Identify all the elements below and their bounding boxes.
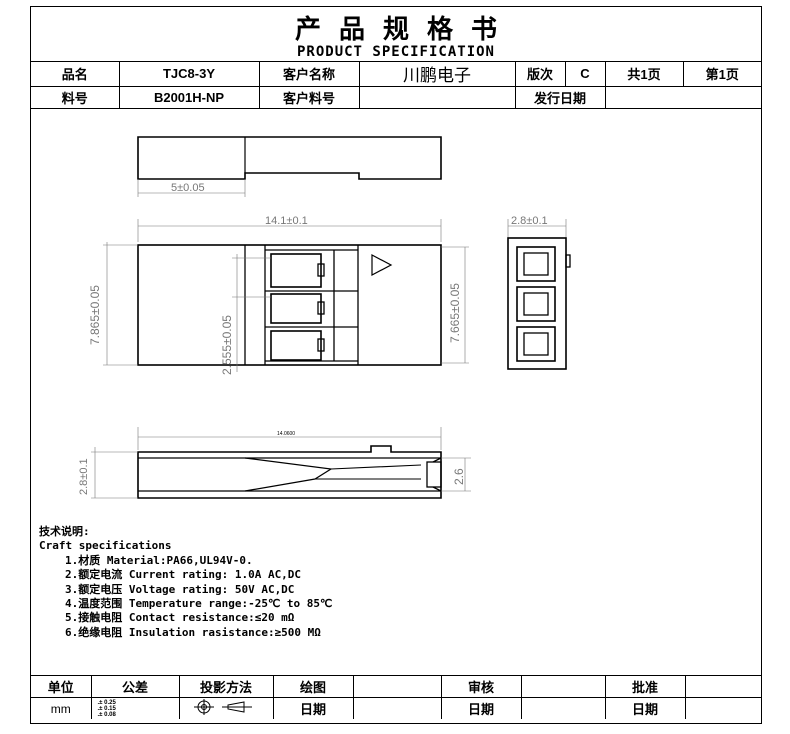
spec-item: 5.接触电阻 Contact resistance:≤20 mΩ — [65, 611, 295, 625]
spec-sheet: 产品规格书 PRODUCT SPECIFICATION 品名 TJC8-3Y 客… — [30, 6, 762, 724]
checked-date-value — [520, 697, 606, 719]
title-english: PRODUCT SPECIFICATION — [296, 44, 495, 60]
tolerance-label: 公差 — [90, 675, 180, 698]
front-view — [103, 219, 469, 372]
tolerance-values: .± 0.25 .± 0.15 .± 0.08 — [90, 697, 180, 719]
customer-part-value — [358, 86, 516, 109]
header-table: 品名 TJC8-3Y 客户名称 川鹏电子 版次 C 共1页 第1页 料号 B20… — [31, 61, 761, 109]
spec-item: 4.温度范围 Temperature range:-25℃ to 85℃ — [65, 597, 333, 611]
spec-item: 2.额定电流 Current rating: 1.0A AC,DC — [65, 568, 302, 582]
version-label: 版次 — [514, 61, 566, 87]
spec-item: 3.额定电压 Voltage rating: 50V AC,DC — [65, 582, 295, 596]
dim-overall-length: 14.1±0.1 — [265, 215, 308, 227]
end-view — [507, 219, 571, 370]
approved-date-label: 日期 — [604, 697, 686, 719]
tolerance-3: ± 0.08 — [99, 711, 116, 718]
technical-drawing: 5±0.05 14.1±0.1 2.8±0.1 7.865±0.05 2.555… — [78, 136, 571, 499]
product-name-label: 品名 — [31, 61, 120, 87]
first-angle-projection-icon — [194, 699, 252, 715]
title-block: 产品规格书 PRODUCT SPECIFICATION — [31, 7, 761, 62]
dim-pitch: 2.555±0.05 — [220, 315, 234, 375]
dim-side-height-left: 2.8±0.1 — [78, 458, 90, 495]
tolerance-2: ± 0.15 — [99, 705, 116, 712]
version-value: C — [564, 61, 606, 87]
total-pages: 共1页 — [604, 61, 684, 87]
product-name-value: TJC8-3Y — [118, 61, 260, 87]
issue-date-label: 发行日期 — [514, 86, 606, 109]
part-no-label: 料号 — [31, 86, 120, 109]
customer-part-label: 客户料号 — [258, 86, 360, 109]
checked-label: 审核 — [440, 675, 522, 698]
checked-date-label: 日期 — [440, 697, 522, 719]
dim-side-length: 14.0600 — [277, 431, 295, 437]
drawn-label: 绘图 — [272, 675, 354, 698]
dim-side-height-right: 2.6 — [452, 468, 466, 485]
spec-item: 6.绝缘电阻 Insulation rasistance:≥500 MΩ — [65, 625, 321, 639]
approved-value — [684, 675, 761, 698]
drawn-date-label: 日期 — [272, 697, 354, 719]
specs-heading-cn: 技术说明: — [39, 525, 90, 538]
approved-date-value — [684, 697, 761, 719]
issue-date-value — [604, 86, 761, 109]
dim-end-width: 2.8±0.1 — [511, 215, 548, 227]
customer-name-label: 客户名称 — [258, 61, 360, 87]
drawn-date-value — [352, 697, 442, 719]
side-view — [91, 427, 471, 499]
drawn-value — [352, 675, 442, 698]
checked-value — [520, 675, 606, 698]
projection-label: 投影方法 — [178, 675, 274, 698]
customer-name-value: 川鹏电子 — [358, 61, 516, 87]
projection-symbol — [178, 697, 274, 719]
tolerance-1: ± 0.25 — [99, 699, 116, 706]
dim-top-width: 5±0.05 — [171, 182, 205, 194]
page-number: 第1页 — [682, 61, 761, 87]
specs-heading-en: Craft specifications — [39, 539, 172, 553]
top-view — [137, 136, 442, 197]
title-chinese: 产品规格书 — [294, 15, 515, 45]
part-no-value: B2001H-NP — [118, 86, 260, 109]
craft-specifications: 技术说明: Craft specifications 1.材质 Material… — [39, 525, 332, 640]
approved-label: 批准 — [604, 675, 686, 698]
dim-left-height: 7.865±0.05 — [88, 285, 102, 345]
polarity-arrow — [371, 254, 393, 276]
unit-value: mm — [31, 697, 92, 719]
unit-label: 单位 — [31, 675, 92, 698]
footer-table: 单位 公差 投影方法 绘图 审核 批准 mm .± 0.25 .± 0.15 .… — [31, 675, 761, 719]
spec-item: 1.材质 Material:PA66,UL94V-0. — [65, 553, 253, 567]
dim-right-height: 7.665±0.05 — [448, 283, 462, 343]
